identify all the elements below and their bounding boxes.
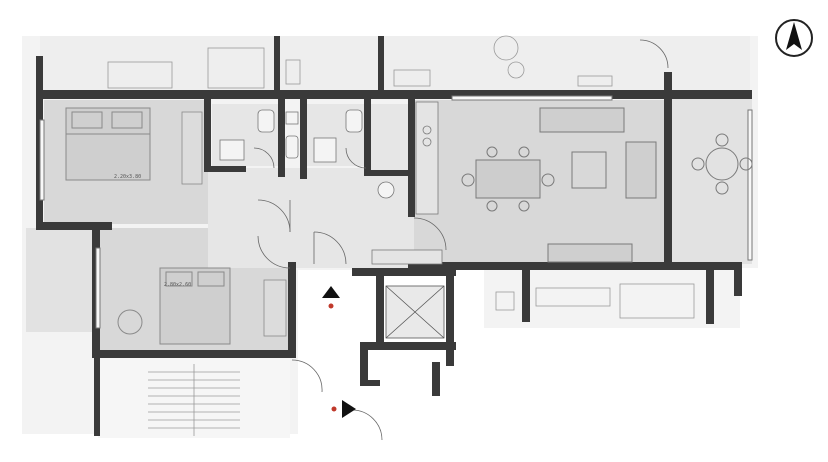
staircase <box>148 364 240 436</box>
blank-area-top-left <box>0 0 22 462</box>
wall-top-divider-2 <box>378 36 384 92</box>
wall-elevator-bottom <box>360 342 456 350</box>
bedroom-main-label: 2.20x3.80 <box>114 174 141 180</box>
wall-living-right <box>664 72 672 268</box>
wall-second-bedroom-right <box>288 262 296 358</box>
wall-bath-bottom <box>204 166 246 172</box>
wall-right-lower <box>522 270 530 322</box>
wall-bath-divider-3 <box>300 99 307 179</box>
wall-main-horizontal <box>40 90 752 99</box>
elevator-shaft <box>385 285 445 339</box>
bed-second <box>117 267 231 345</box>
neighbour-furniture <box>107 35 613 89</box>
kitchen-counter <box>371 101 443 265</box>
wall-shaft-bottom <box>360 380 380 386</box>
wall-wc-bottom <box>364 170 414 176</box>
wall-second-bedroom-bottom <box>92 350 292 358</box>
wall-right-corridor <box>706 268 714 324</box>
room-balcony-right <box>670 96 752 264</box>
entrance-arrow-up-icon <box>322 286 340 298</box>
north-arrow-icon <box>775 19 813 57</box>
wall-lobby-top <box>352 268 456 276</box>
entrance-arrow-right-icon <box>342 400 356 418</box>
entrance-lower <box>331 400 356 418</box>
wall-balcony-right-bottom <box>690 262 736 270</box>
windows <box>39 95 753 329</box>
wall-shaft-left <box>360 342 368 384</box>
sofa-set <box>539 107 657 263</box>
bathroom-fixtures <box>219 109 395 199</box>
blank-area-right <box>740 268 828 338</box>
wall-bedroom-bottom <box>36 222 112 230</box>
door-swings <box>253 39 669 441</box>
balcony-table <box>691 133 753 195</box>
wall-bath-divider-4 <box>364 99 371 171</box>
wall-shaft-right <box>432 362 440 396</box>
wall-stairs-left <box>94 356 100 436</box>
wardrobes <box>181 111 287 337</box>
wall-elevator-left <box>376 276 384 344</box>
dining-table <box>461 146 555 212</box>
wall-bath-divider-1 <box>204 99 211 171</box>
bed-main <box>65 107 151 181</box>
bedroom-second-label: 2.80x2.60 <box>164 282 191 288</box>
wall-bath-divider-2 <box>278 99 285 177</box>
wall-living-bottom <box>408 262 698 270</box>
room-wc <box>370 104 412 174</box>
neighbour-area-top <box>40 36 750 92</box>
wall-elevator-right <box>446 276 454 366</box>
entrance-upper <box>322 286 340 309</box>
room-balcony-left <box>26 228 94 332</box>
wall-wc-right <box>408 99 415 217</box>
wall-right-edge <box>734 262 742 296</box>
blank-area-bottom-right <box>482 328 772 462</box>
wall-top-divider-1 <box>274 36 280 92</box>
neighbour-furniture-lower <box>495 283 695 319</box>
